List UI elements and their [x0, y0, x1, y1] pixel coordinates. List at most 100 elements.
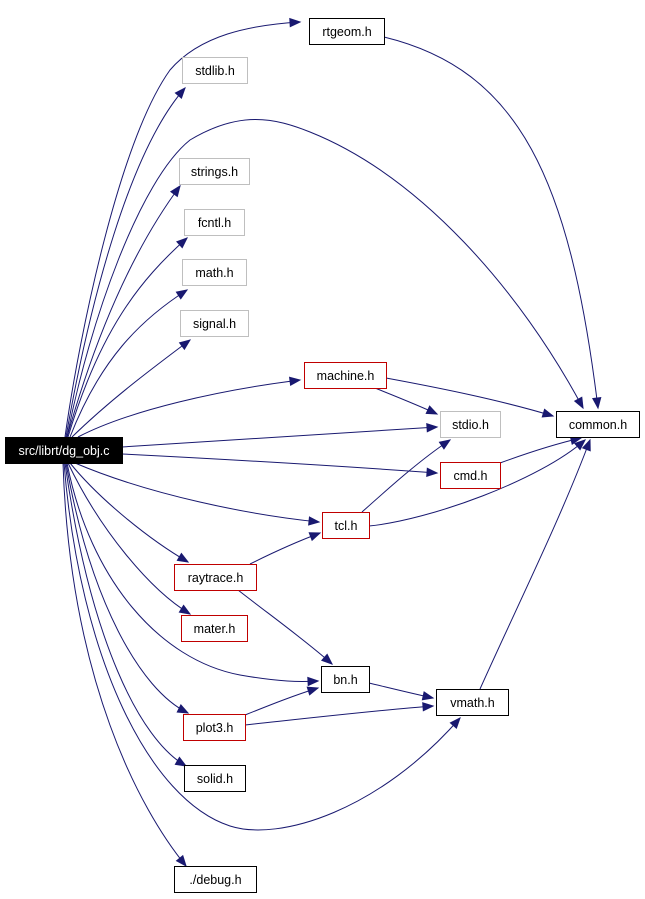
edge-line — [66, 185, 181, 438]
edge-line — [237, 589, 333, 665]
edge-plot3-h-to-bn-h — [244, 686, 320, 716]
edge-src-librt-dg-obj-c-to-plot3-h — [65, 462, 190, 714]
node-box — [184, 765, 246, 792]
node-box — [5, 437, 123, 464]
node-label: src/librt/dg_obj.c — [18, 444, 109, 458]
edge-arrowhead-icon — [288, 376, 302, 387]
edge-tcl-h-to-stdio-h — [361, 439, 452, 513]
node-signal-h[interactable]: signal.h — [180, 310, 249, 337]
edge-arrowhead-icon — [438, 439, 452, 450]
node-box — [183, 714, 246, 741]
node-rtgeom-h[interactable]: rtgeom.h — [309, 18, 385, 45]
edge-line — [63, 462, 461, 831]
node-vmath-h[interactable]: vmath.h — [436, 689, 509, 716]
node-stdio-h[interactable]: stdio.h — [440, 411, 501, 438]
node-bn-h[interactable]: bn.h — [321, 666, 370, 693]
edge-arrowhead-icon — [176, 704, 190, 714]
edge-line — [479, 439, 591, 690]
edge-arrowhead-icon — [592, 396, 602, 410]
node-label: raytrace.h — [188, 571, 244, 585]
edge-arrowhead-icon — [178, 604, 192, 615]
node-strings-h[interactable]: strings.h — [179, 158, 250, 185]
edge-arrowhead-icon — [541, 408, 555, 418]
edge-arrowhead-icon — [289, 17, 302, 28]
node-box — [556, 411, 640, 438]
node-debug-h[interactable]: ./debug.h — [174, 866, 257, 893]
edge-line — [65, 462, 189, 714]
edge-raytrace-h-to-tcl-h — [249, 532, 322, 565]
node-solid-h[interactable]: solid.h — [184, 765, 246, 792]
node-box — [184, 209, 245, 236]
edge-line — [64, 462, 187, 767]
node-box — [321, 666, 370, 693]
node-machine-h[interactable]: machine.h — [304, 362, 387, 389]
edge-line — [67, 462, 191, 615]
node-label: stdio.h — [452, 418, 489, 432]
edge-line — [62, 462, 187, 867]
node-label: plot3.h — [196, 721, 234, 735]
edge-line — [244, 687, 319, 716]
node-box — [182, 259, 247, 286]
edge-arrowhead-icon — [174, 86, 186, 100]
node-tcl-h[interactable]: tcl.h — [322, 512, 370, 539]
edge-src-librt-dg-obj-c-to-mater-h — [67, 462, 192, 615]
node-label: strings.h — [191, 165, 238, 179]
node-label: vmath.h — [450, 696, 495, 710]
node-raytrace-h[interactable]: raytrace.h — [174, 564, 257, 591]
edge-arrowhead-icon — [426, 467, 439, 477]
node-label: fcntl.h — [198, 216, 231, 230]
node-mater-h[interactable]: mater.h — [181, 615, 248, 642]
edge-line — [383, 36, 599, 409]
edge-arrowhead-icon — [175, 289, 189, 300]
node-label: tcl.h — [335, 519, 358, 533]
node-common-h[interactable]: common.h — [556, 411, 640, 438]
node-fcntl-h[interactable]: fcntl.h — [184, 209, 245, 236]
edge-line — [121, 453, 438, 474]
edge-line — [361, 439, 451, 513]
edge-src-librt-dg-obj-c-to-tcl-h — [74, 462, 321, 526]
node-stdlib-h[interactable]: stdlib.h — [182, 57, 248, 84]
node-box — [440, 411, 501, 438]
edge-src-librt-dg-obj-c-to-signal-h — [71, 339, 192, 438]
node-plot3-h[interactable]: plot3.h — [183, 714, 246, 741]
edge-line — [64, 21, 301, 438]
edge-arrowhead-icon — [307, 676, 320, 687]
node-cmd-h[interactable]: cmd.h — [440, 462, 501, 489]
node-math-h[interactable]: math.h — [182, 259, 247, 286]
edge-src-librt-dg-obj-c-to-bn-h — [66, 462, 320, 687]
edge-line — [249, 532, 321, 565]
edge-src-librt-dg-obj-c-to-strings-h — [66, 184, 181, 438]
node-label: mater.h — [194, 622, 236, 636]
edge-line — [74, 462, 320, 523]
node-box — [322, 512, 370, 539]
node-label: bn.h — [333, 673, 357, 687]
nodes-layer: src/librt/dg_obj.c rtgeom.h stdlib.h string… — [5, 18, 640, 893]
node-box — [182, 57, 248, 84]
edge-arrowhead-icon — [176, 237, 189, 249]
node-label: cmd.h — [453, 469, 487, 483]
node-label: rtgeom.h — [322, 25, 371, 39]
edge-line — [69, 462, 189, 563]
edge-arrowhead-icon — [573, 396, 584, 410]
node-label: solid.h — [197, 772, 233, 786]
edge-tcl-h-to-common-h — [368, 439, 587, 527]
node-src-librt-dg-obj-c[interactable]: src/librt/dg_obj.c — [5, 437, 123, 464]
edge-arrowhead-icon — [176, 552, 190, 563]
edge-line — [121, 426, 438, 448]
edge-arrowhead-icon — [178, 339, 192, 351]
node-label: stdlib.h — [195, 64, 235, 78]
edge-arrowhead-icon — [308, 532, 322, 542]
edge-src-librt-dg-obj-c-to-stdlib-h — [65, 86, 186, 438]
edge-src-librt-dg-obj-c-to-solid-h — [64, 462, 188, 767]
edge-arrowhead-icon — [573, 439, 587, 451]
edge-arrowhead-icon — [169, 184, 181, 198]
node-box — [174, 564, 257, 591]
edge-cmd-h-to-common-h — [499, 435, 583, 464]
edge-line — [67, 237, 188, 438]
edge-line — [385, 377, 554, 417]
edge-src-librt-dg-obj-c-to-fcntl-h — [67, 237, 189, 438]
edge-src-librt-dg-obj-c-to-common-h — [66, 119, 584, 438]
edge-src-librt-dg-obj-c-to-machine-h — [77, 376, 302, 438]
edge-line — [71, 339, 191, 438]
